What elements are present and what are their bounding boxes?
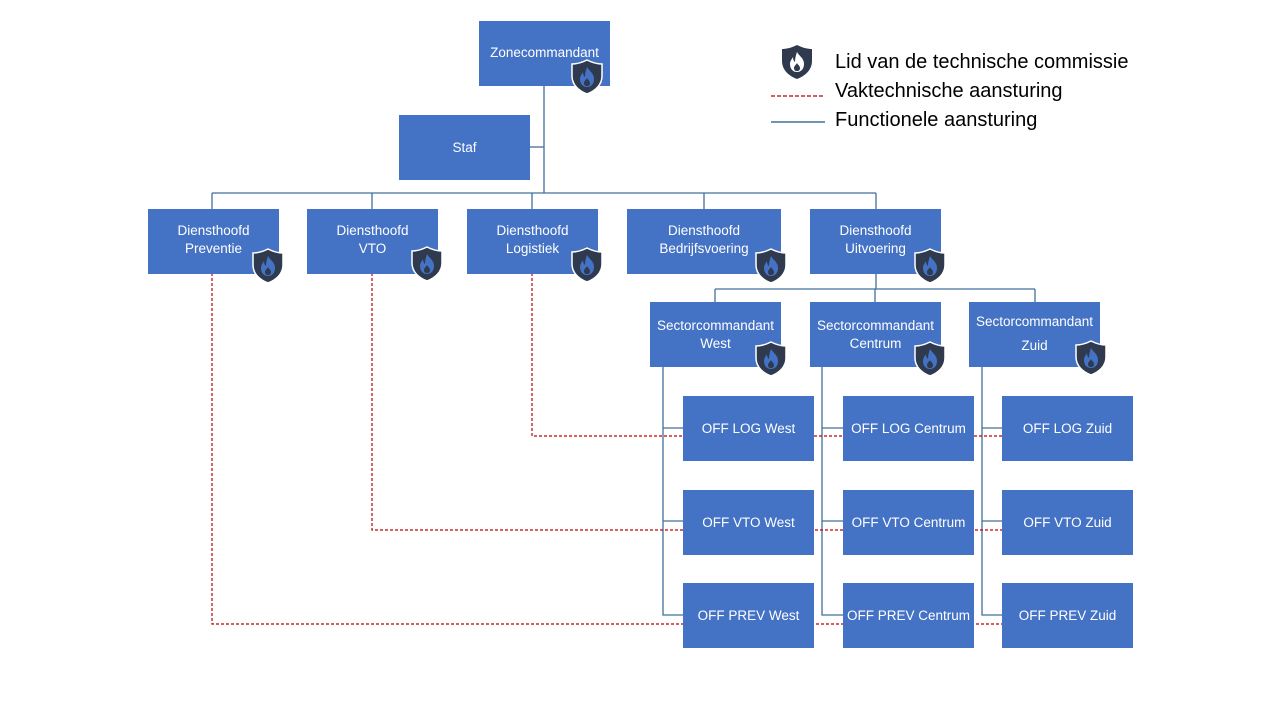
shield-flame-icon <box>252 248 284 284</box>
box-label: OFF PREV Centrum <box>846 607 971 623</box>
box-label: OFF LOG Centrum <box>851 420 966 436</box>
box-label: OFF LOG Zuid <box>1022 420 1113 436</box>
box-label: OFF VTO West <box>702 514 795 530</box>
shield-flame-icon <box>571 59 603 95</box>
box-label-line: Sectorcommandant <box>975 314 1094 329</box>
box-label-line: Diensthoofd <box>667 223 741 238</box>
box-label-line: Diensthoofd <box>839 223 912 238</box>
box-off-log-zuid: OFF LOG Zuid <box>1002 396 1133 461</box>
box-staf-label: Staf <box>452 139 477 155</box>
box-off-log-west: OFF LOG West <box>683 396 814 461</box>
box-label-line: West <box>700 336 731 351</box>
box-off-vto-zuid: OFF VTO Zuid <box>1002 490 1133 555</box>
shield-flame-icon <box>914 248 946 284</box>
box-label: OFF VTO Centrum <box>851 514 966 530</box>
box-label: OFF VTO Zuid <box>1023 514 1112 530</box>
box-off-vto-centrum: OFF VTO Centrum <box>843 490 974 555</box>
legend-member-label: Lid van de technische commissie <box>835 51 1129 73</box>
shield-flame-icon <box>755 248 787 284</box>
box-diensthoofd-bedrijfsvoering: Diensthoofd Bedrijfsvoering <box>627 209 781 274</box>
box-off-prev-zuid: OFF PREV Zuid <box>1002 583 1133 648</box>
box-label-line: Preventie <box>184 241 243 256</box>
functional-lines <box>211 86 1036 616</box>
box-label-line: Sectorcommandant <box>816 318 935 333</box>
box-off-log-centrum: OFF LOG Centrum <box>843 396 974 461</box>
shield-flame-icon <box>914 341 946 377</box>
box-diensthoofd-preventie: Diensthoofd Preventie <box>148 209 279 274</box>
box-off-vto-west: OFF VTO West <box>683 490 814 555</box>
shield-flame-icon <box>571 247 603 283</box>
box-label-line: Uitvoering <box>845 241 906 256</box>
shield-flame-icon <box>411 246 443 282</box>
box-zonecommandant-label: Zonecommandant <box>490 44 599 60</box>
shield-flame-icon <box>755 341 787 377</box>
box-label-line: VTO <box>358 241 387 256</box>
box-off-prev-centrum: OFF PREV Centrum <box>843 583 974 648</box>
box-label-line: Diensthoofd <box>496 223 569 238</box>
box-label: OFF PREV West <box>697 607 800 623</box>
box-label-line: Diensthoofd <box>336 223 409 238</box>
legend-shield-flame-icon <box>782 45 812 79</box>
box-sectorcommandant-west: Sectorcommandant West <box>650 302 781 367</box>
legend-technical-label: Vaktechnische aansturing <box>835 80 1063 102</box>
box-label: OFF PREV Zuid <box>1018 607 1117 623</box>
box-label-line: Logistiek <box>505 241 560 256</box>
box-label-line: Zuid <box>1021 338 1048 353</box>
legend-functional-label: Functionele aansturing <box>835 109 1038 131</box>
box-label-line: Diensthoofd <box>177 223 250 238</box>
box-label-line: Sectorcommandant <box>656 318 775 333</box>
box-label: OFF LOG West <box>701 420 796 436</box>
box-off-prev-west: OFF PREV West <box>683 583 814 648</box>
box-label-line: Bedrijfsvoering <box>659 241 749 256</box>
box-staf: Staf <box>399 115 530 180</box>
shield-flame-icon <box>1075 340 1107 376</box>
box-diensthoofd-vto: Diensthoofd VTO <box>307 209 438 274</box>
box-label-line: Centrum <box>849 336 902 351</box>
